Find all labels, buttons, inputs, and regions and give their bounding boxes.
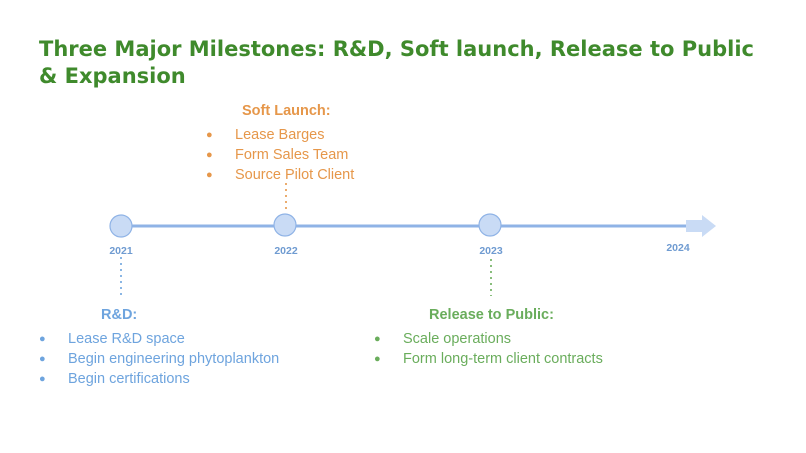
year-label-2022: 2022 <box>274 245 298 257</box>
rnd-heading: R&D: <box>101 307 138 323</box>
release-list: ● Scale operations ● Form long-term clie… <box>374 329 603 369</box>
rnd-block: R&D: ● Lease R&D space ● Begin engineeri… <box>39 307 280 389</box>
milestone-marker-2022 <box>273 213 297 237</box>
list-item: ● Begin certifications <box>39 371 190 387</box>
year-label-2024: 2024 <box>666 242 690 254</box>
year-label-2023: 2023 <box>479 245 503 257</box>
bullet-icon: ● <box>206 129 213 141</box>
year-label-2021: 2021 <box>109 245 133 257</box>
bullet-icon: ● <box>206 169 213 181</box>
list-item: ● Form long-term client contracts <box>374 351 603 367</box>
milestone-marker-2021 <box>109 214 133 238</box>
list-item: ● Source Pilot Client <box>206 167 355 183</box>
release-heading: Release to Public: <box>429 307 554 323</box>
list-item: ● Scale operations <box>374 331 512 347</box>
bullet-icon: ● <box>374 333 381 345</box>
slide-title: Three Major Milestones: R&D, Soft launch… <box>39 37 754 88</box>
soft-launch-block: Soft Launch: ● Lease Barges ● Form Sales… <box>206 103 355 185</box>
soft-launch-list: ● Lease Barges ● Form Sales Team ● Sourc… <box>206 125 355 185</box>
release-block: Release to Public: ● Scale operations ● … <box>374 307 603 369</box>
timeline-arrow-icon <box>686 215 716 237</box>
bullet-icon: ● <box>374 353 381 365</box>
bullet-icon: ● <box>39 333 46 345</box>
list-item: ● Lease Barges <box>206 127 325 143</box>
soft-launch-heading: Soft Launch: <box>242 103 331 119</box>
bullet-icon: ● <box>39 353 46 365</box>
bullet-icon: ● <box>206 149 213 161</box>
milestone-marker-2023 <box>478 213 502 237</box>
list-item: ● Lease R&D space <box>39 331 185 347</box>
rnd-list: ● Lease R&D space ● Begin engineering ph… <box>39 329 280 389</box>
list-item: ● Form Sales Team <box>206 147 349 163</box>
bullet-icon: ● <box>39 373 46 385</box>
list-item: ● Begin engineering phytoplankton <box>39 351 280 367</box>
